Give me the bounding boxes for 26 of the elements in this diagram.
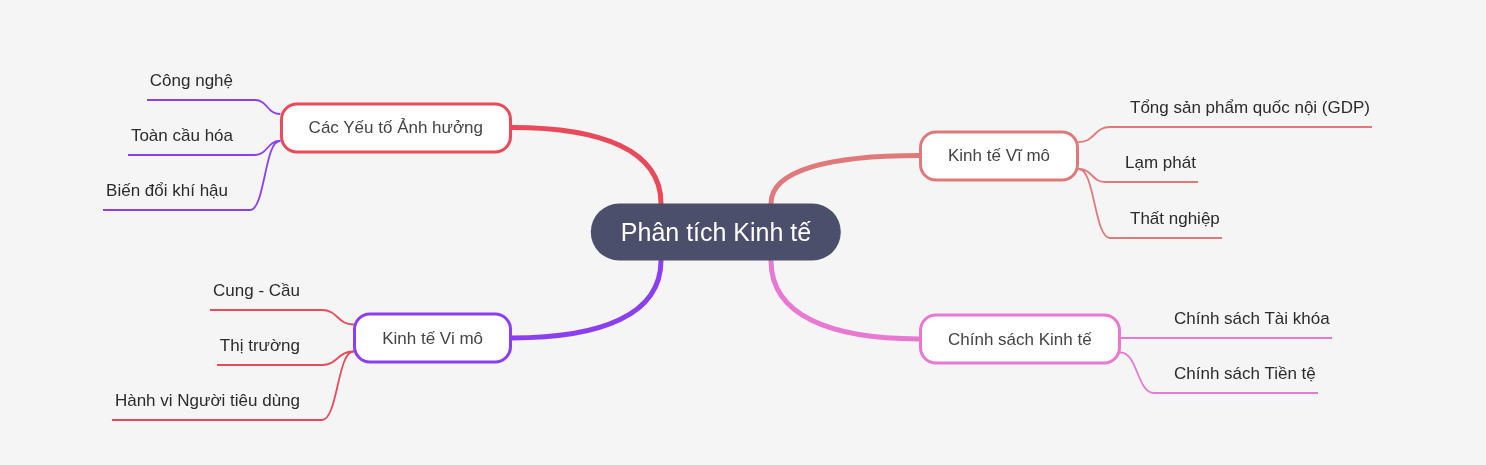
connector-line (321, 350, 355, 421)
subtopic-label: Lạm phát (1105, 152, 1198, 183)
connector-line (249, 140, 281, 211)
subtopic-label: Tổng sản phẩm quốc nội (GDP) (1110, 97, 1372, 128)
subtopic-label: Công nghệ (146, 70, 255, 101)
connector-line (254, 99, 281, 115)
connector-line (1119, 351, 1155, 394)
connector-line (1119, 337, 1155, 339)
subtopic-label: Thị trường (216, 335, 322, 366)
subtopic-label: Chính sách Tiền tệ (1154, 363, 1318, 394)
connector-line (1078, 168, 1106, 183)
subtopic-label: Toàn cầu hóa (127, 125, 255, 156)
topic-box: Các Yếu tố Ảnh hưởng (279, 102, 512, 153)
subtopic-label: Biến đổi khí hậu (103, 180, 250, 211)
topic-box: Kinh tế Vĩ mô (919, 130, 1080, 181)
connector-line (254, 140, 281, 156)
connector-line (1078, 168, 1111, 239)
subtopic-label: Chính sách Tài khóa (1154, 308, 1332, 339)
connector-line (321, 309, 355, 326)
subtopic-label: Hành vi Người tiêu dùng (111, 390, 322, 421)
subtopic-label: Thất nghiệp (1110, 208, 1222, 239)
topic-box: Kinh tế Vi mô (353, 312, 512, 364)
connector-line (1078, 126, 1111, 143)
topic-box: Chính sách Kinh tế (919, 313, 1121, 365)
subtopic-label: Cung - Cầu (210, 280, 322, 311)
central-topic: Phân tích Kinh tế (590, 203, 842, 261)
